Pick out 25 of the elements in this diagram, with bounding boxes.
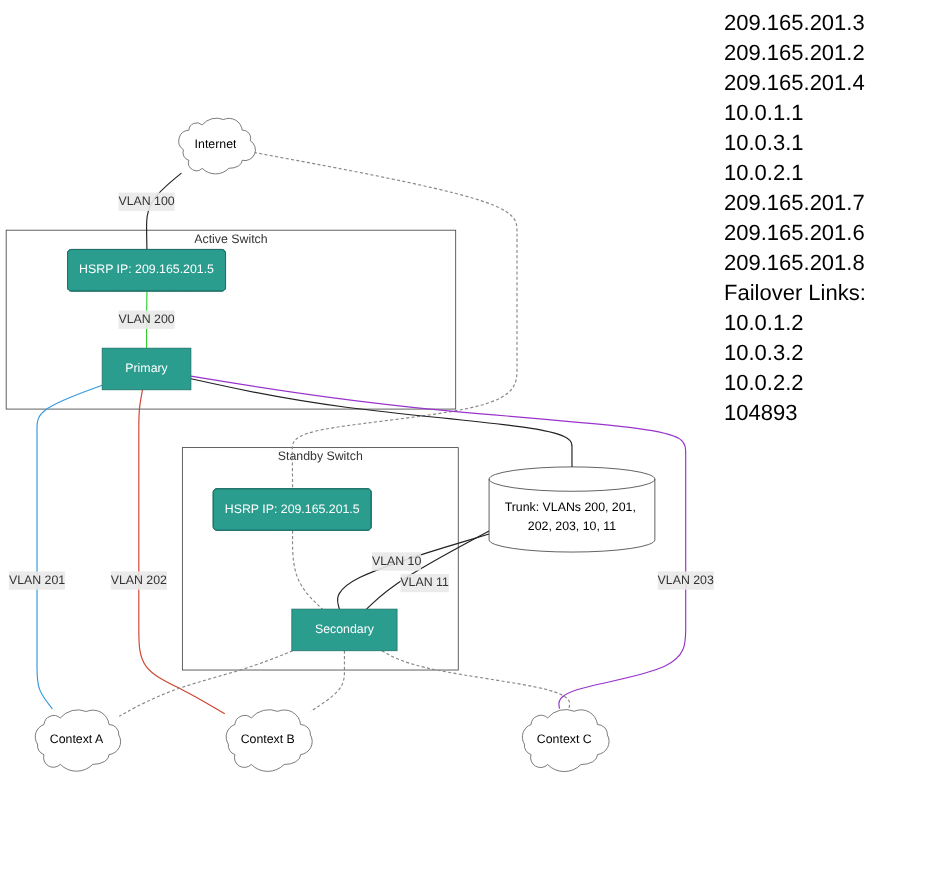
ip-address-label: 10.0.1.1 [724, 102, 806, 126]
connector [190, 377, 573, 467]
ip-address-label: 209.165.201.8 [724, 252, 867, 276]
ip-address-label: 104893 [724, 402, 800, 426]
ip-address-label: 10.0.2.1 [724, 162, 806, 186]
ip-address-label: 10.0.3.1 [724, 132, 806, 156]
connector [336, 532, 490, 609]
ip-address-label: 209.165.201.4 [724, 72, 867, 96]
connector [36, 383, 103, 709]
connector [365, 529, 490, 609]
ip-address-label: 209.165.201.2 [724, 42, 867, 66]
ip-address-label: 209.165.201.6 [724, 222, 867, 246]
connector [118, 649, 294, 716]
ip-address-label: 10.0.1.2 [724, 312, 806, 336]
connector [310, 649, 346, 712]
connector [190, 374, 687, 709]
ip-address-label: Failover Links: [724, 282, 868, 306]
ip-address-label: 10.0.2.2 [724, 372, 806, 396]
connector [291, 529, 323, 609]
ip-address-label: 10.0.3.2 [724, 342, 806, 366]
ip-address-label: 209.165.201.3 [724, 12, 867, 36]
ip-address-label: 209.165.201.7 [724, 192, 867, 216]
connector [253, 150, 518, 489]
connector [138, 388, 226, 714]
connector [381, 649, 571, 709]
